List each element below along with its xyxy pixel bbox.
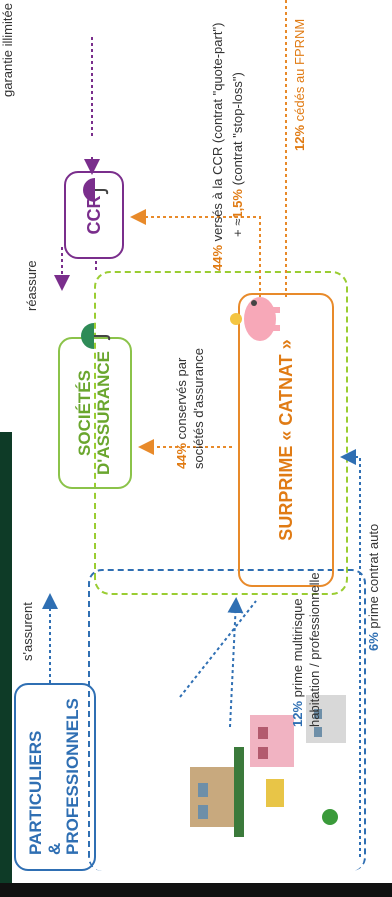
buildings-illustration (190, 695, 346, 837)
societes-label: SOCIÉTÉS D'ASSURANCE (75, 351, 113, 475)
verses-text-2: + ≈1,5% (contrat "stop-loss") (230, 72, 247, 237)
verses-pct: 44% (210, 244, 225, 271)
conserves-text: 44% conservés par sociétés d'assurance (174, 348, 208, 469)
verses-label-2: (contrat "stop-loss") (230, 72, 245, 190)
societes-box: SOCIÉTÉS D'ASSURANCE (58, 323, 132, 489)
prime-auto-pct: 6% (366, 632, 381, 651)
prime-auto-text: 6% prime contrat auto (366, 524, 383, 651)
verses-plus: + ≈ (230, 218, 245, 237)
umbrella-icon (81, 323, 111, 349)
arrow-prime-multirisque-2 (179, 600, 257, 698)
arrow-prime-auto (340, 449, 361, 857)
verses-text-1: 44% versés à la CCR (contrat "quote-part… (210, 23, 227, 271)
prime-multirisque-pct: 12% (290, 700, 305, 727)
particuliers-box: PARTICULIERS & PROFESSIONNELS (14, 683, 96, 871)
surprime-box: SURPRIME « CATNAT » (230, 293, 334, 587)
fprnm-label: cédés au FPRNM (292, 18, 307, 125)
surprime-label: SURPRIME « CATNAT » (275, 339, 296, 541)
particuliers-label: PARTICULIERS & PROFESSIONNELS (25, 698, 83, 855)
conserves-pct: 44% (174, 442, 189, 469)
ccr-box: CCR (64, 171, 124, 259)
garantie-label: garantie illimitée (0, 3, 15, 97)
verses-pct2: 1,5% (230, 189, 245, 219)
fprnm-text: 12% cédés au FPRNM (292, 19, 309, 151)
arrow-verses-ccr (130, 209, 261, 297)
verses-label: versés à la CCR (contrat "quote-part") (210, 22, 225, 245)
reassure-label: réassure (24, 260, 39, 311)
fprnm-pct: 12% (292, 124, 307, 151)
s-assurent-label: s'assurent (20, 602, 35, 661)
prime-auto-label: prime contrat auto (366, 523, 381, 633)
piggy-bank-icon (230, 297, 280, 341)
prime-multirisque-text: 12% prime multirisque habitation / profe… (290, 572, 324, 727)
umbrella-icon (83, 178, 109, 202)
